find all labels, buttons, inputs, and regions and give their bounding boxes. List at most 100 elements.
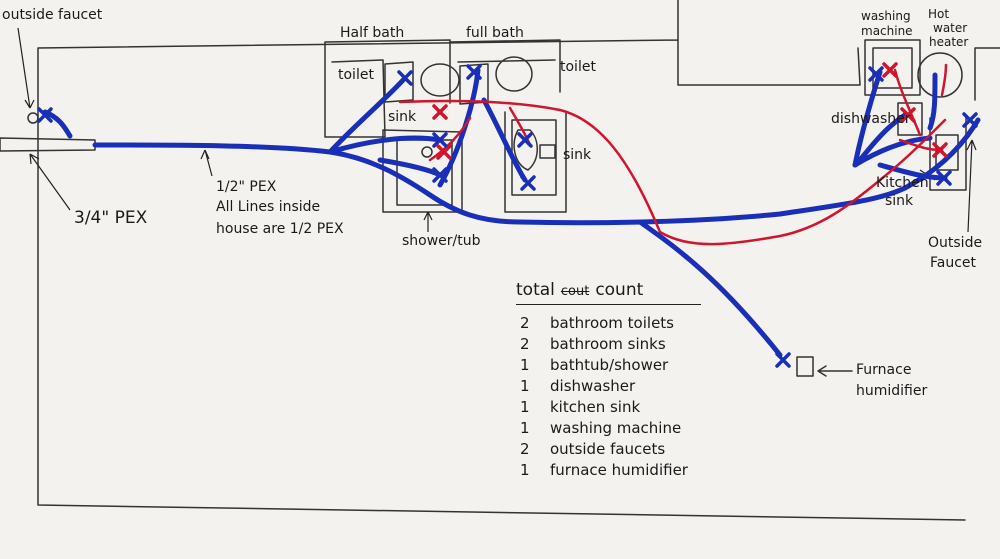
arrow-shower	[423, 211, 433, 232]
legend-label: kitchen sink	[550, 398, 641, 416]
cold-fixture-mark	[775, 352, 791, 368]
label-toilet-half: toilet	[338, 67, 374, 83]
full-sink-faucet	[539, 144, 556, 159]
legend-title-count: count	[595, 280, 644, 300]
legend-count: 1	[520, 461, 530, 479]
label-kitchen: Kitchen	[876, 175, 929, 191]
label-washing: washing	[861, 9, 911, 23]
legend-title-struck: cout	[560, 284, 590, 299]
legend-title: total cout count	[516, 280, 688, 300]
arrow-outside-right	[966, 139, 977, 233]
cold-fixture-mark	[517, 132, 533, 148]
legend-item: 2 bathroom sinks	[516, 335, 688, 356]
arrow-pex-34	[29, 153, 71, 211]
outside-faucet-left	[27, 112, 39, 124]
label-machine: machine	[861, 24, 913, 38]
label-water: water	[933, 21, 968, 35]
legend-item: 1 kitchen sink	[516, 398, 688, 419]
cold-fixture-mark	[868, 66, 884, 82]
hot-fixture-mark	[882, 62, 898, 78]
legend-count: 1	[520, 398, 530, 416]
cold-branch-sink-half	[327, 135, 443, 155]
label-house-pex: house are 1/2 PEX	[216, 221, 344, 237]
legend-count: 2	[520, 335, 530, 353]
legend-title-total: total	[516, 280, 555, 300]
cold-fixture-mark	[466, 64, 482, 80]
cold-branch-washer	[852, 69, 883, 168]
legend-item: 2 bathroom toilets	[516, 314, 688, 335]
legend-label: bathroom toilets	[550, 314, 674, 332]
label-furnace: Furnace	[856, 362, 912, 378]
toilet-half-tank	[384, 61, 414, 103]
cold-fixture-mark	[432, 132, 448, 148]
legend-count: 2	[520, 440, 530, 458]
cold-fixture-mark	[936, 170, 952, 186]
label-pex-half: 1/2" PEX	[216, 179, 277, 195]
label-pex-34: 3/4" PEX	[74, 208, 148, 228]
legend-underline	[516, 304, 701, 305]
cold-fixture-mark	[37, 107, 53, 123]
hot-branch-shower	[428, 116, 472, 162]
cold-fixture-mark	[962, 112, 978, 128]
cold-branch-dishwasher	[857, 112, 908, 163]
cold-outside-left	[42, 109, 73, 139]
label-heater: heater	[929, 35, 969, 49]
half-bath-room	[324, 39, 451, 138]
cold-branch-furnace	[637, 219, 783, 358]
label-all-lines: All Lines inside	[216, 199, 321, 215]
hot-fixture-mark	[436, 144, 452, 160]
legend-label: bathtub/shower	[550, 356, 669, 374]
cold-branch-ks-low	[877, 162, 948, 181]
hot-branch-heater	[940, 63, 948, 97]
full-sink-basin	[513, 129, 538, 171]
label-sink-half: sink	[388, 109, 417, 125]
legend-count: 1	[520, 356, 530, 374]
label-kitchen-sink: sink	[885, 193, 914, 209]
label-shower-tub: shower/tub	[402, 233, 481, 249]
sink-half-basin	[421, 146, 433, 158]
cold-main-line	[92, 117, 981, 226]
legend-label: outside faucets	[550, 440, 666, 458]
arrow-pex-half	[200, 149, 213, 177]
legend-count: 1	[520, 377, 530, 395]
cold-branch-full-sink	[481, 97, 528, 183]
legend-item: 1 bathtub/shower	[516, 356, 688, 377]
legend-item: 1 furnace humidifier	[516, 461, 688, 482]
kitchen-sink-box	[929, 117, 967, 191]
label-full-bath: full bath	[466, 25, 524, 41]
legend-label: furnace humidifier	[550, 461, 688, 479]
label-toilet-full: toilet	[560, 59, 596, 75]
label-outside-right: Outside	[928, 235, 983, 251]
water-heater-tank	[917, 52, 963, 98]
legend-item: 2 outside faucets	[516, 440, 688, 461]
toilet-full-bowl	[495, 56, 533, 92]
fixture-count-legend: total cout count 2 bathroom toilets 2 bath…	[516, 280, 701, 482]
full-sink-outline	[504, 111, 567, 213]
cold-branch-heater	[927, 72, 938, 131]
label-sink-full: sink	[563, 147, 592, 163]
dishwasher-box	[897, 102, 923, 136]
legend-label: washing machine	[550, 419, 682, 437]
legend-item: 1 washing machine	[516, 419, 688, 440]
label-humidifier: humidifier	[856, 383, 928, 399]
arrow-outside-left	[17, 27, 35, 109]
hot-main-line	[398, 99, 947, 246]
hot-fixture-mark	[900, 107, 916, 123]
house-outline	[37, 0, 1000, 521]
pex-34-stub	[0, 137, 96, 152]
label-dishwasher: dishwasher	[831, 111, 911, 127]
toilet-half-bowl	[420, 63, 460, 97]
furnace-arrow	[817, 365, 853, 377]
cold-fixture-mark	[432, 167, 448, 183]
label-hot: Hot	[928, 7, 950, 21]
cold-fixture-mark	[520, 175, 536, 191]
label-half-bath: Half bath	[340, 25, 405, 41]
full-bath-room	[449, 39, 561, 93]
furnace-humidifier-box	[796, 356, 814, 377]
legend-count: 1	[520, 419, 530, 437]
legend-count: 2	[520, 314, 530, 332]
label-outside-faucet-left: outside faucet	[2, 7, 103, 23]
legend-label: bathroom sinks	[550, 335, 666, 353]
